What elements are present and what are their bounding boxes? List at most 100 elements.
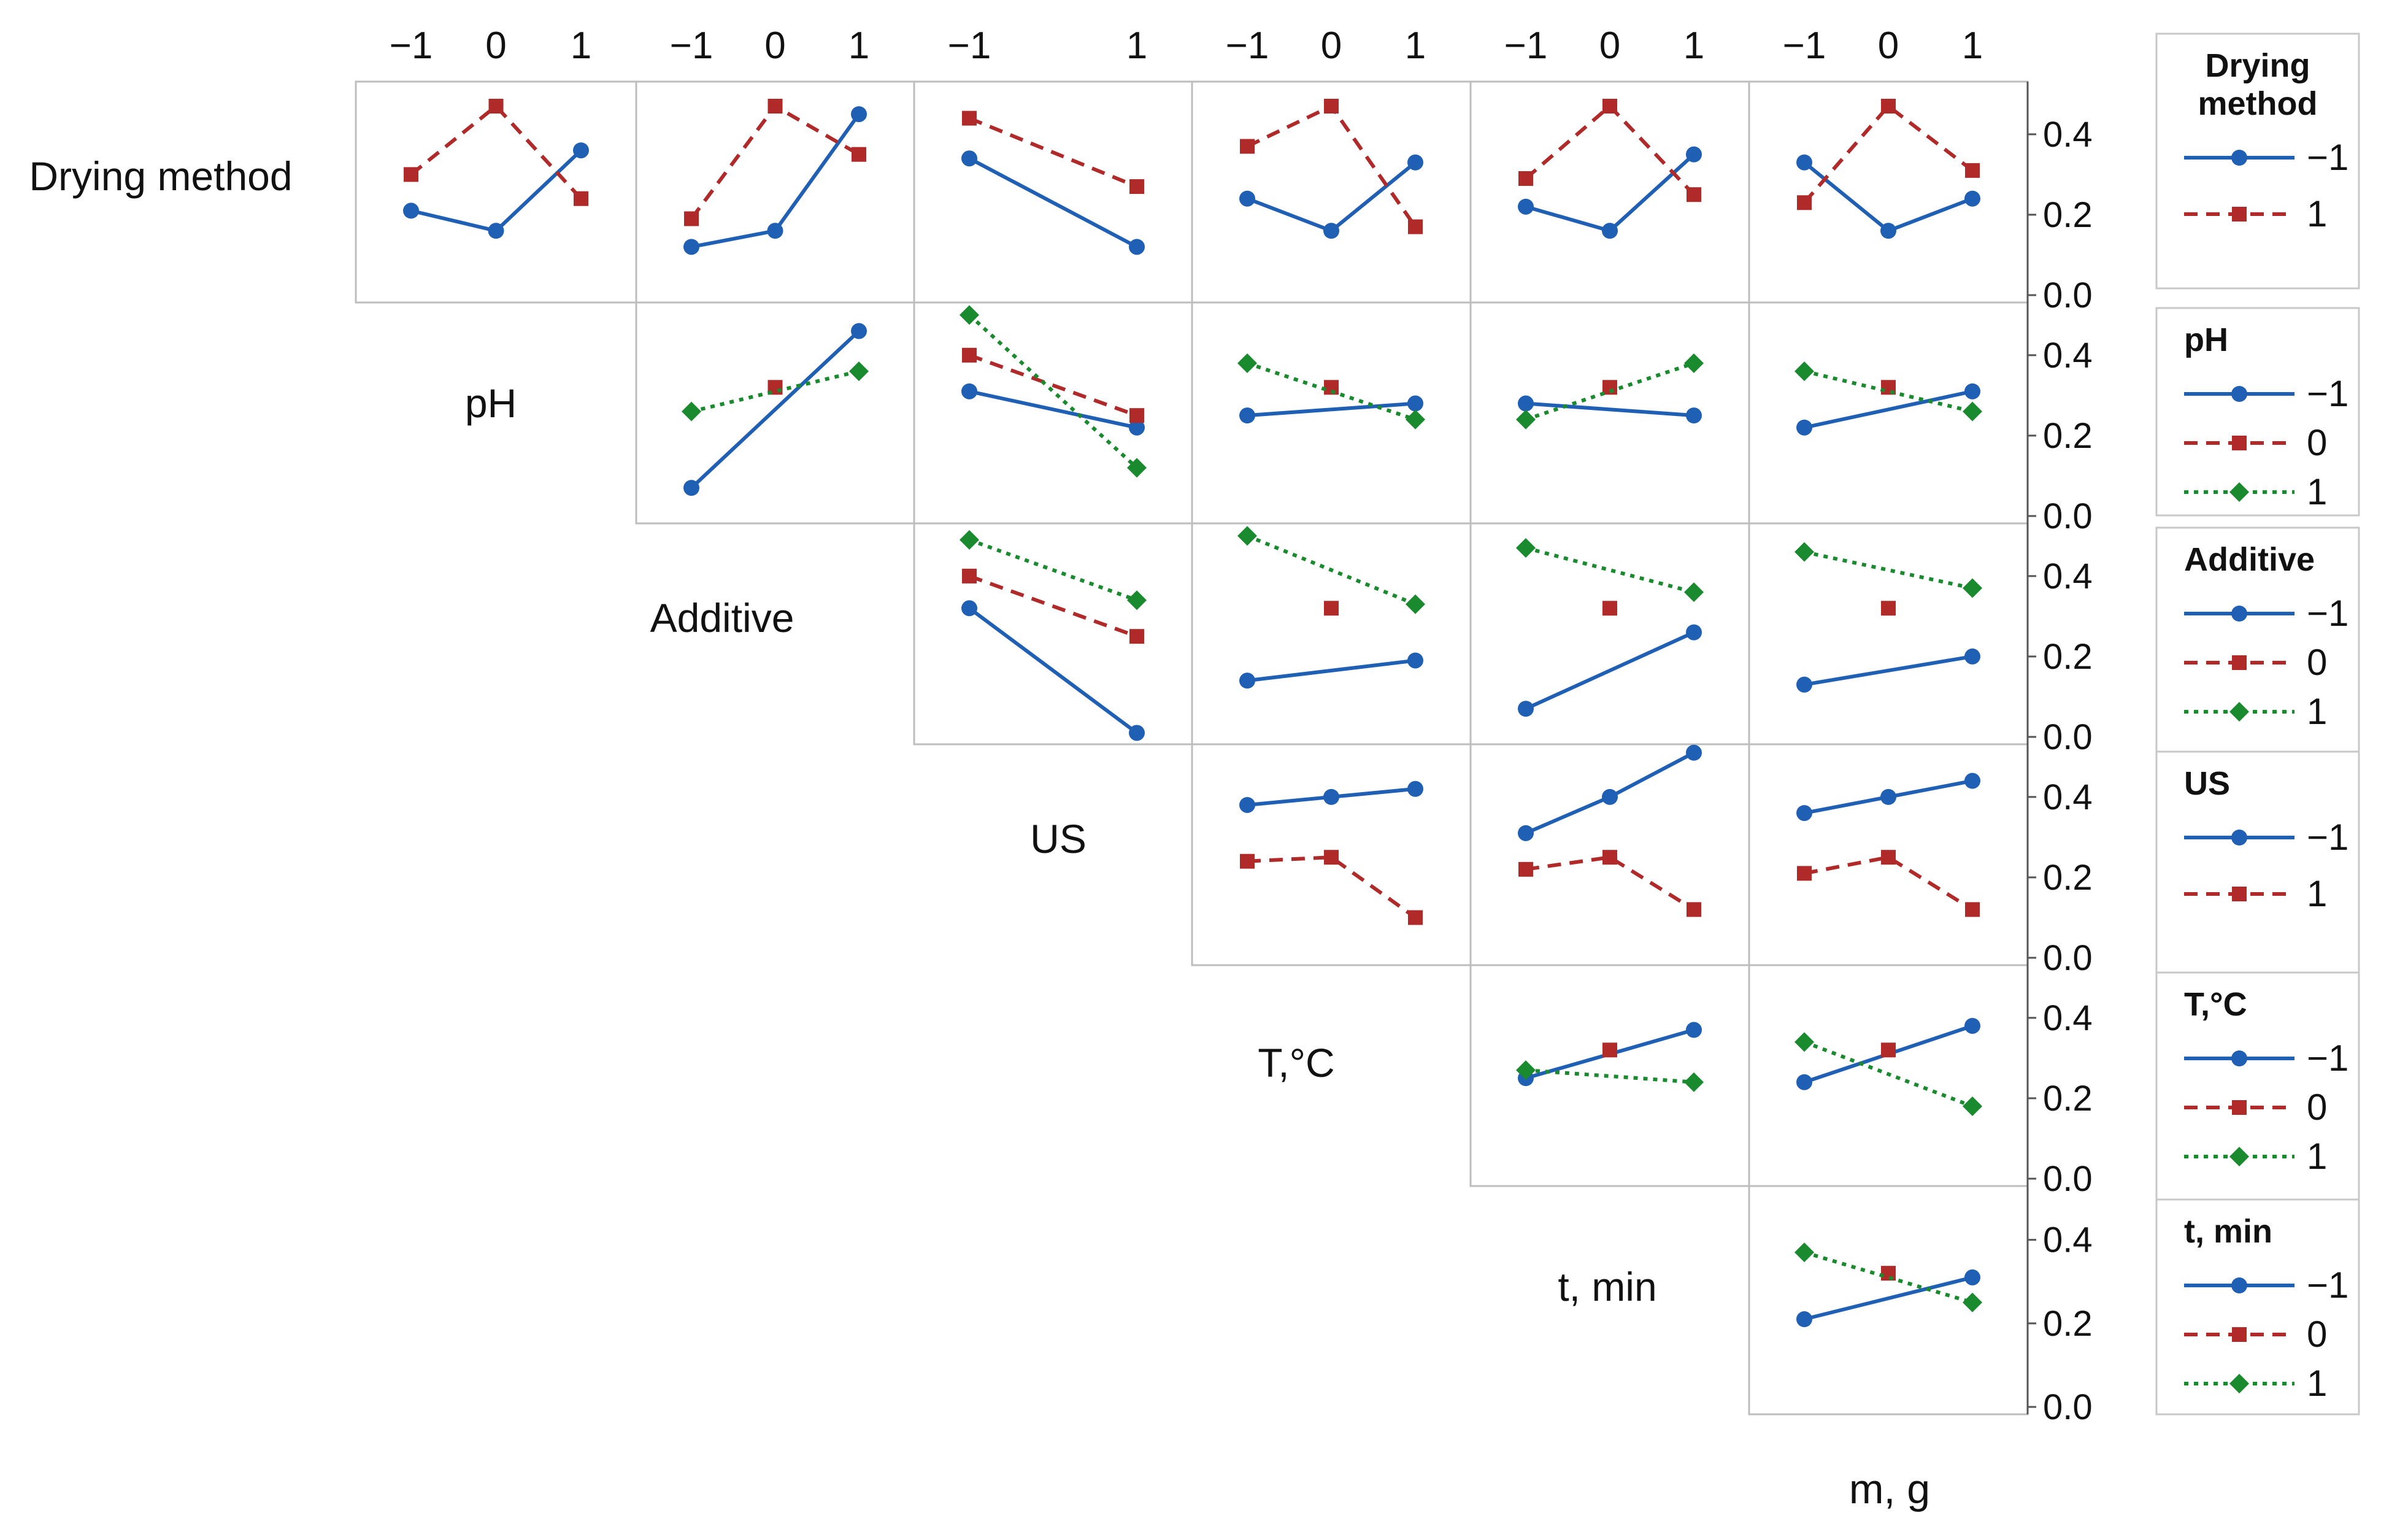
legend-entry-label: 0 (2307, 1087, 2327, 1128)
series-point (1794, 542, 1814, 562)
interaction-panel (1794, 1242, 1982, 1328)
panel-frame (635, 301, 915, 525)
top-tick-label: −1 (390, 25, 433, 67)
series-point (1794, 1032, 1814, 1052)
series-point (1602, 380, 1617, 395)
series-point (682, 401, 701, 422)
series-point (767, 223, 783, 239)
y-tick-label: 0.4 (2043, 777, 2093, 817)
legend-marker (2229, 702, 2249, 722)
panel-frame (1748, 301, 2029, 525)
series-point (1881, 1266, 1896, 1281)
series-line (1247, 361, 1416, 422)
series-point (683, 239, 699, 255)
panel-frame (635, 80, 915, 304)
legend-entry-label: 1 (2307, 691, 2327, 732)
series-point (1129, 179, 1144, 195)
series-point (1407, 154, 1423, 171)
top-tick-label: 0 (1321, 25, 1342, 67)
series-point (1964, 772, 1980, 789)
legend-entry-label: 1 (2307, 471, 2327, 512)
series-point (1239, 407, 1255, 424)
y-tick-label: 0.0 (2043, 938, 2093, 978)
legend-entry-label: 1 (2307, 1136, 2327, 1177)
series-point (1406, 594, 1425, 614)
series-line (690, 104, 860, 220)
interaction-panel (1516, 353, 1704, 430)
y-tick-label: 0.2 (2043, 858, 2093, 898)
series-line (968, 606, 1138, 734)
legend-marker (2232, 1100, 2247, 1115)
panel-frame (1469, 301, 1750, 525)
interaction-panel (960, 305, 1147, 478)
series-point (1407, 395, 1423, 412)
legend-box: pH−101 (2155, 307, 2360, 517)
series-point (961, 600, 977, 617)
legend-entry-label: 0 (2307, 642, 2327, 683)
series-point (1323, 788, 1339, 805)
series-line (1525, 855, 1695, 911)
series-point (851, 323, 867, 339)
factor-label: Drying method (29, 153, 292, 199)
series-line (1246, 534, 1417, 606)
legend-entry-label: −1 (2307, 137, 2348, 178)
panel-frame (913, 80, 1193, 304)
series-point (962, 347, 977, 363)
interaction-panel (1237, 353, 1425, 430)
series-line (1804, 1276, 1973, 1321)
series-point (1324, 99, 1339, 114)
top-tick-label: 1 (1126, 25, 1147, 67)
series-point (573, 142, 589, 159)
panel-frame (355, 80, 637, 304)
panel-frame (1748, 522, 2029, 745)
series-point (1686, 744, 1702, 761)
legend-marker (2231, 606, 2247, 622)
interaction-panel (1516, 1022, 1704, 1092)
series-line (1803, 1040, 1974, 1108)
series-point (1516, 538, 1536, 558)
series-point (1602, 788, 1618, 805)
y-tick-label: 0.4 (2043, 115, 2093, 155)
y-tick-label: 0.2 (2043, 1079, 2093, 1119)
legend-entry-label: 0 (2307, 1314, 2327, 1355)
series-line (410, 148, 583, 233)
series-point (849, 361, 869, 382)
y-tick-label: 0.4 (2043, 998, 2093, 1038)
series-point (1324, 601, 1339, 616)
interaction-panel (1239, 99, 1423, 239)
interaction-panel (1518, 744, 1702, 917)
interaction-panel (1794, 542, 1982, 693)
top-tick-label: −1 (1226, 25, 1269, 67)
series-point (488, 99, 504, 114)
series-point (1129, 239, 1145, 255)
legend-title: T,°C (2184, 986, 2247, 1023)
series-point (1796, 419, 1812, 436)
top-tick-label: 1 (571, 25, 591, 67)
top-tick-label: 1 (1962, 25, 1983, 67)
top-tick-label: −1 (948, 25, 991, 67)
series-line (690, 329, 861, 490)
legend-marker (2229, 1374, 2249, 1393)
series-point (1963, 1096, 1982, 1117)
interaction-panel (1518, 99, 1702, 239)
series-point (1964, 383, 1980, 399)
y-tick-label: 0.0 (2043, 1159, 2093, 1199)
panel-frame (913, 522, 1193, 745)
series-point (1408, 910, 1423, 925)
series-point (1323, 223, 1339, 239)
series-line (968, 353, 1138, 417)
interaction-panel (960, 530, 1147, 741)
series-point (1518, 198, 1534, 215)
series-point (1518, 171, 1533, 186)
legend-marker (2232, 207, 2247, 221)
panel-frame (913, 301, 1193, 525)
series-point (1127, 590, 1147, 611)
panel-frame (1748, 80, 2029, 304)
series-line (1246, 161, 1417, 233)
top-tick-label: 1 (1683, 25, 1704, 67)
series-point (1881, 99, 1896, 114)
series-point (1239, 190, 1255, 207)
